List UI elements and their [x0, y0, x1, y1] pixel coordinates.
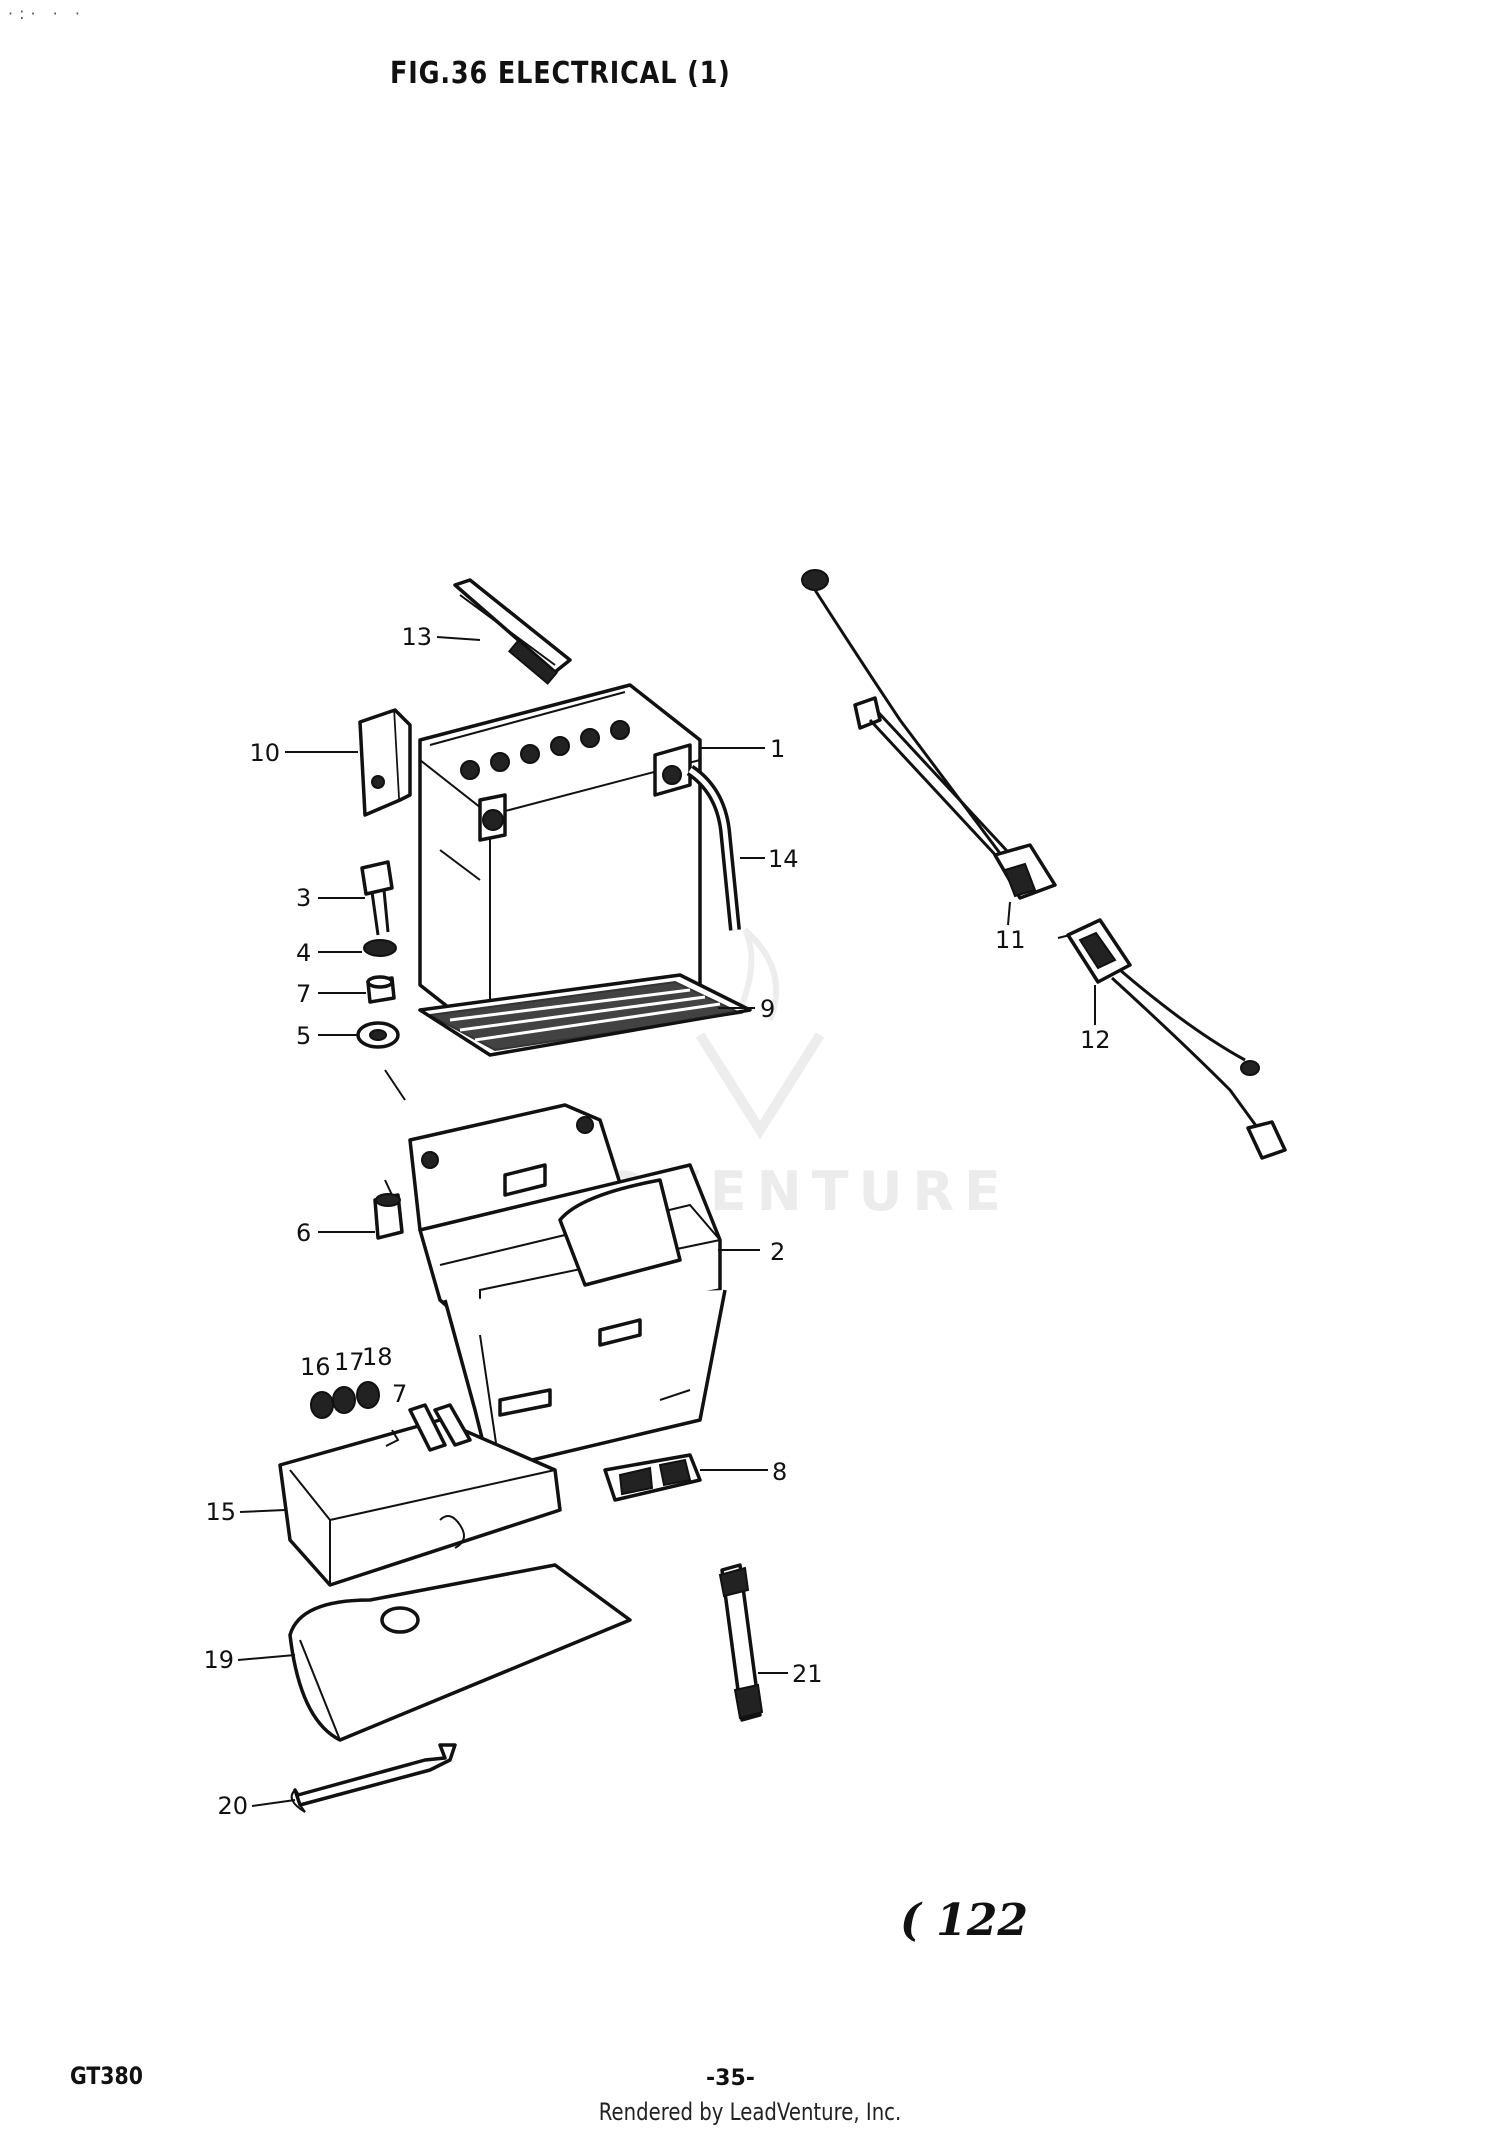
part-21-clamp	[718, 1563, 764, 1722]
callout-10: 10	[249, 739, 280, 767]
callout-14: 14	[768, 845, 799, 873]
part-12-wire-lead	[1057, 918, 1287, 1160]
part-20-wrench	[290, 1743, 457, 1813]
callout-19: 19	[203, 1646, 234, 1674]
callout-18: 18	[362, 1343, 393, 1371]
callout-3: 3	[296, 884, 311, 912]
callout-7-collar: 7	[296, 980, 311, 1008]
part-19-tool-bag	[288, 1563, 632, 1742]
callout-6: 6	[296, 1219, 311, 1247]
part-10-bracket	[358, 708, 412, 817]
model-code: GT380	[70, 2062, 143, 2090]
part-8-fuse-holder	[603, 1453, 702, 1502]
callout-15: 15	[205, 1498, 236, 1526]
callout-12: 12	[1080, 1026, 1111, 1054]
callout-2: 2	[770, 1238, 785, 1266]
part-14-breather-hose	[686, 765, 741, 931]
callout-8: 8	[772, 1458, 787, 1486]
part-18-cap	[356, 1381, 380, 1409]
part-1-battery	[418, 683, 702, 1042]
part-15-tool-box	[278, 1403, 562, 1587]
part-6-cushion	[373, 1179, 404, 1240]
part-9-battery-mat	[418, 973, 752, 1057]
callout-1: 1	[770, 735, 785, 763]
part-4-washer	[363, 939, 397, 957]
figure-title: FIG.36 ELECTRICAL (1)	[390, 56, 731, 91]
callout-11: 11	[995, 926, 1026, 954]
scan-speck-marks: ·:· · ·	[8, 4, 86, 23]
part-2-battery-case	[408, 1103, 727, 1472]
part-16-cap	[310, 1391, 334, 1419]
part-17-cap	[332, 1386, 356, 1414]
callout-20: 20	[217, 1792, 248, 1820]
page-number: -35-	[706, 2066, 755, 2091]
leader-lines	[237, 636, 1096, 1807]
callout-7-cap: 7	[392, 1380, 407, 1408]
part-7-collar	[366, 975, 396, 1004]
watermark-logo	[695, 927, 825, 1140]
footer-credit: Rendered by LeadVenture, Inc.	[598, 2098, 902, 2126]
part-3-bolt	[360, 860, 394, 936]
part-5-grommet	[356, 1021, 406, 1101]
callout-16: 16	[300, 1353, 331, 1381]
part-11-wire-harness	[801, 569, 1057, 900]
callout-17: 17	[334, 1348, 365, 1376]
callout-4: 4	[296, 939, 311, 967]
callout-21: 21	[792, 1660, 823, 1688]
handwritten-note: ( 122	[900, 1895, 1028, 1946]
part-13-battery-strap	[453, 578, 572, 685]
callout-labels: 1 2 3 4 5 6 7 7 8 9 10 11 12 13 14 15 16…	[203, 623, 1110, 1820]
callout-9: 9	[760, 995, 775, 1023]
callout-5: 5	[296, 1022, 311, 1050]
callout-13: 13	[401, 623, 432, 651]
